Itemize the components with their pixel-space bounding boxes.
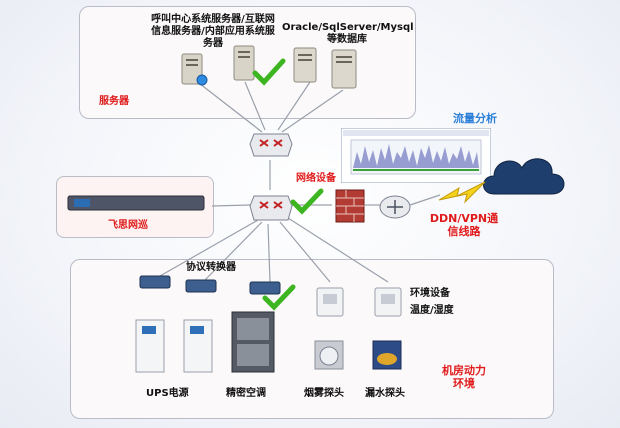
converter-icon	[185, 279, 217, 293]
server-icon	[181, 53, 208, 86]
database-label: Oracle/SqlServer/Mysql等数据库	[282, 22, 414, 45]
cloud-icon	[483, 158, 565, 195]
router-icon	[379, 195, 411, 219]
converter-icon	[139, 275, 171, 289]
server-group-label: 呼叫中心系统服务器/互联网信息服务器/内部应用系统服务器	[151, 14, 275, 49]
temp-humidity-label: 温度/湿度	[410, 305, 454, 316]
rack-server-icon	[67, 195, 205, 211]
smoke-label: 烟雾探头	[304, 388, 344, 399]
checkmark-icon	[290, 188, 324, 215]
ups-label: UPS电源	[146, 388, 189, 399]
feisi-label: 飞思网巡	[108, 220, 148, 231]
lightning-icon	[438, 181, 486, 204]
ups-icon	[135, 319, 165, 373]
netdev-label: 网络设备	[296, 173, 336, 184]
servers-label: 服务器	[99, 96, 129, 107]
sensor-icon	[316, 287, 344, 317]
ac-label: 精密空调	[226, 388, 266, 399]
traffic-chart-icon	[341, 128, 491, 183]
water-leak-sensor-icon	[372, 340, 402, 370]
air-conditioner-icon	[231, 311, 275, 373]
leak-label: 漏水探头	[365, 388, 405, 399]
database-server-icon	[293, 47, 317, 83]
ddn-label: DDN/VPN通信线路	[429, 212, 499, 238]
room-power-label: 机房动力环境	[442, 364, 486, 390]
firewall-icon	[335, 189, 365, 223]
sensor-icon	[374, 287, 402, 317]
converter-icon	[249, 281, 281, 295]
smoke-detector-icon	[314, 340, 344, 370]
converter-label: 协议转换器	[186, 262, 236, 273]
ups-icon	[183, 319, 213, 373]
checkmark-icon	[262, 284, 296, 311]
server-icon	[233, 45, 255, 81]
switch-icon	[249, 195, 293, 221]
router-icon	[249, 133, 293, 157]
traffic-label: 流量分析	[453, 112, 497, 125]
env-device-label: 环境设备	[410, 288, 450, 299]
checkmark-icon	[252, 58, 286, 86]
database-server-icon	[331, 49, 357, 89]
